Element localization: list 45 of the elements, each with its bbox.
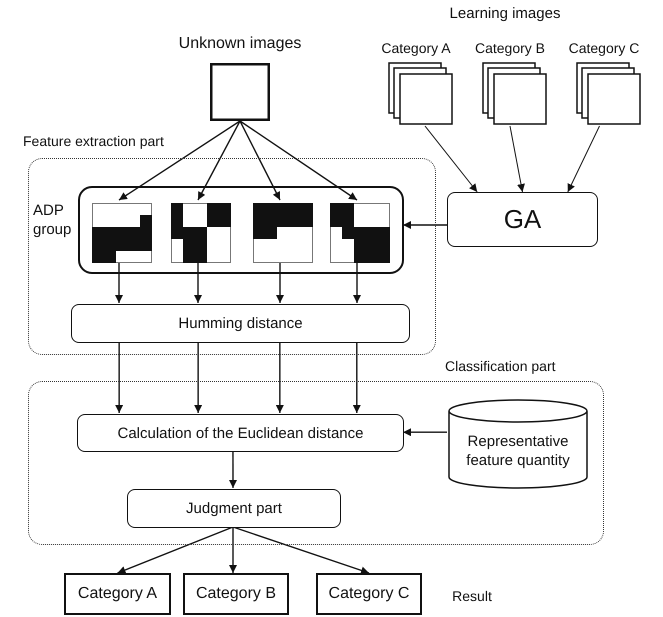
process-box <box>447 192 598 247</box>
category-heading: Category B <box>474 40 546 56</box>
binary-pattern-drawing <box>330 203 390 263</box>
binary-pattern-drawing <box>92 203 152 263</box>
result-box <box>64 573 171 615</box>
result-box <box>183 573 289 615</box>
group-heading: Classification part <box>445 358 556 374</box>
arrow <box>403 428 447 436</box>
group-heading: Feature extraction part <box>23 133 164 149</box>
box-label: Category B <box>196 585 276 603</box>
box-label: Calculation of the Euclidean distance <box>118 424 364 442</box>
arrow <box>117 526 234 574</box>
arrow <box>276 342 284 413</box>
arrow <box>115 342 124 413</box>
arrow <box>118 120 240 201</box>
arrow <box>567 126 600 192</box>
group-heading: ADP group <box>33 202 72 240</box>
arrow <box>239 120 281 200</box>
category-heading: Category A <box>381 40 451 56</box>
note-label: Learning images <box>450 5 560 22</box>
image-heading: Unknown images <box>178 35 302 53</box>
process-box <box>77 414 404 452</box>
arrow <box>194 342 202 413</box>
arrow <box>424 126 478 192</box>
box-label: Category A <box>78 585 158 603</box>
box-label: Category C <box>328 585 410 603</box>
arrow <box>229 451 237 488</box>
arrow <box>197 120 241 200</box>
result-box <box>316 573 422 615</box>
category-heading: Category C <box>568 40 640 56</box>
arrow <box>232 526 370 574</box>
cylinder-label: Representative feature quantity <box>465 432 571 470</box>
box-label: Humming distance <box>178 315 303 332</box>
process-box <box>127 489 341 528</box>
note-label: Result <box>452 588 492 604</box>
box-label: GA <box>504 204 542 235</box>
process-box <box>71 304 410 343</box>
binary-pattern-drawing <box>253 203 313 263</box>
binary-pattern-drawing <box>171 203 231 263</box>
arrow <box>510 126 525 192</box>
arrow <box>403 221 447 229</box>
arrow <box>240 120 358 201</box>
arrow <box>229 527 237 573</box>
arrow <box>352 342 361 413</box>
box-label: Judgment part <box>186 500 282 517</box>
